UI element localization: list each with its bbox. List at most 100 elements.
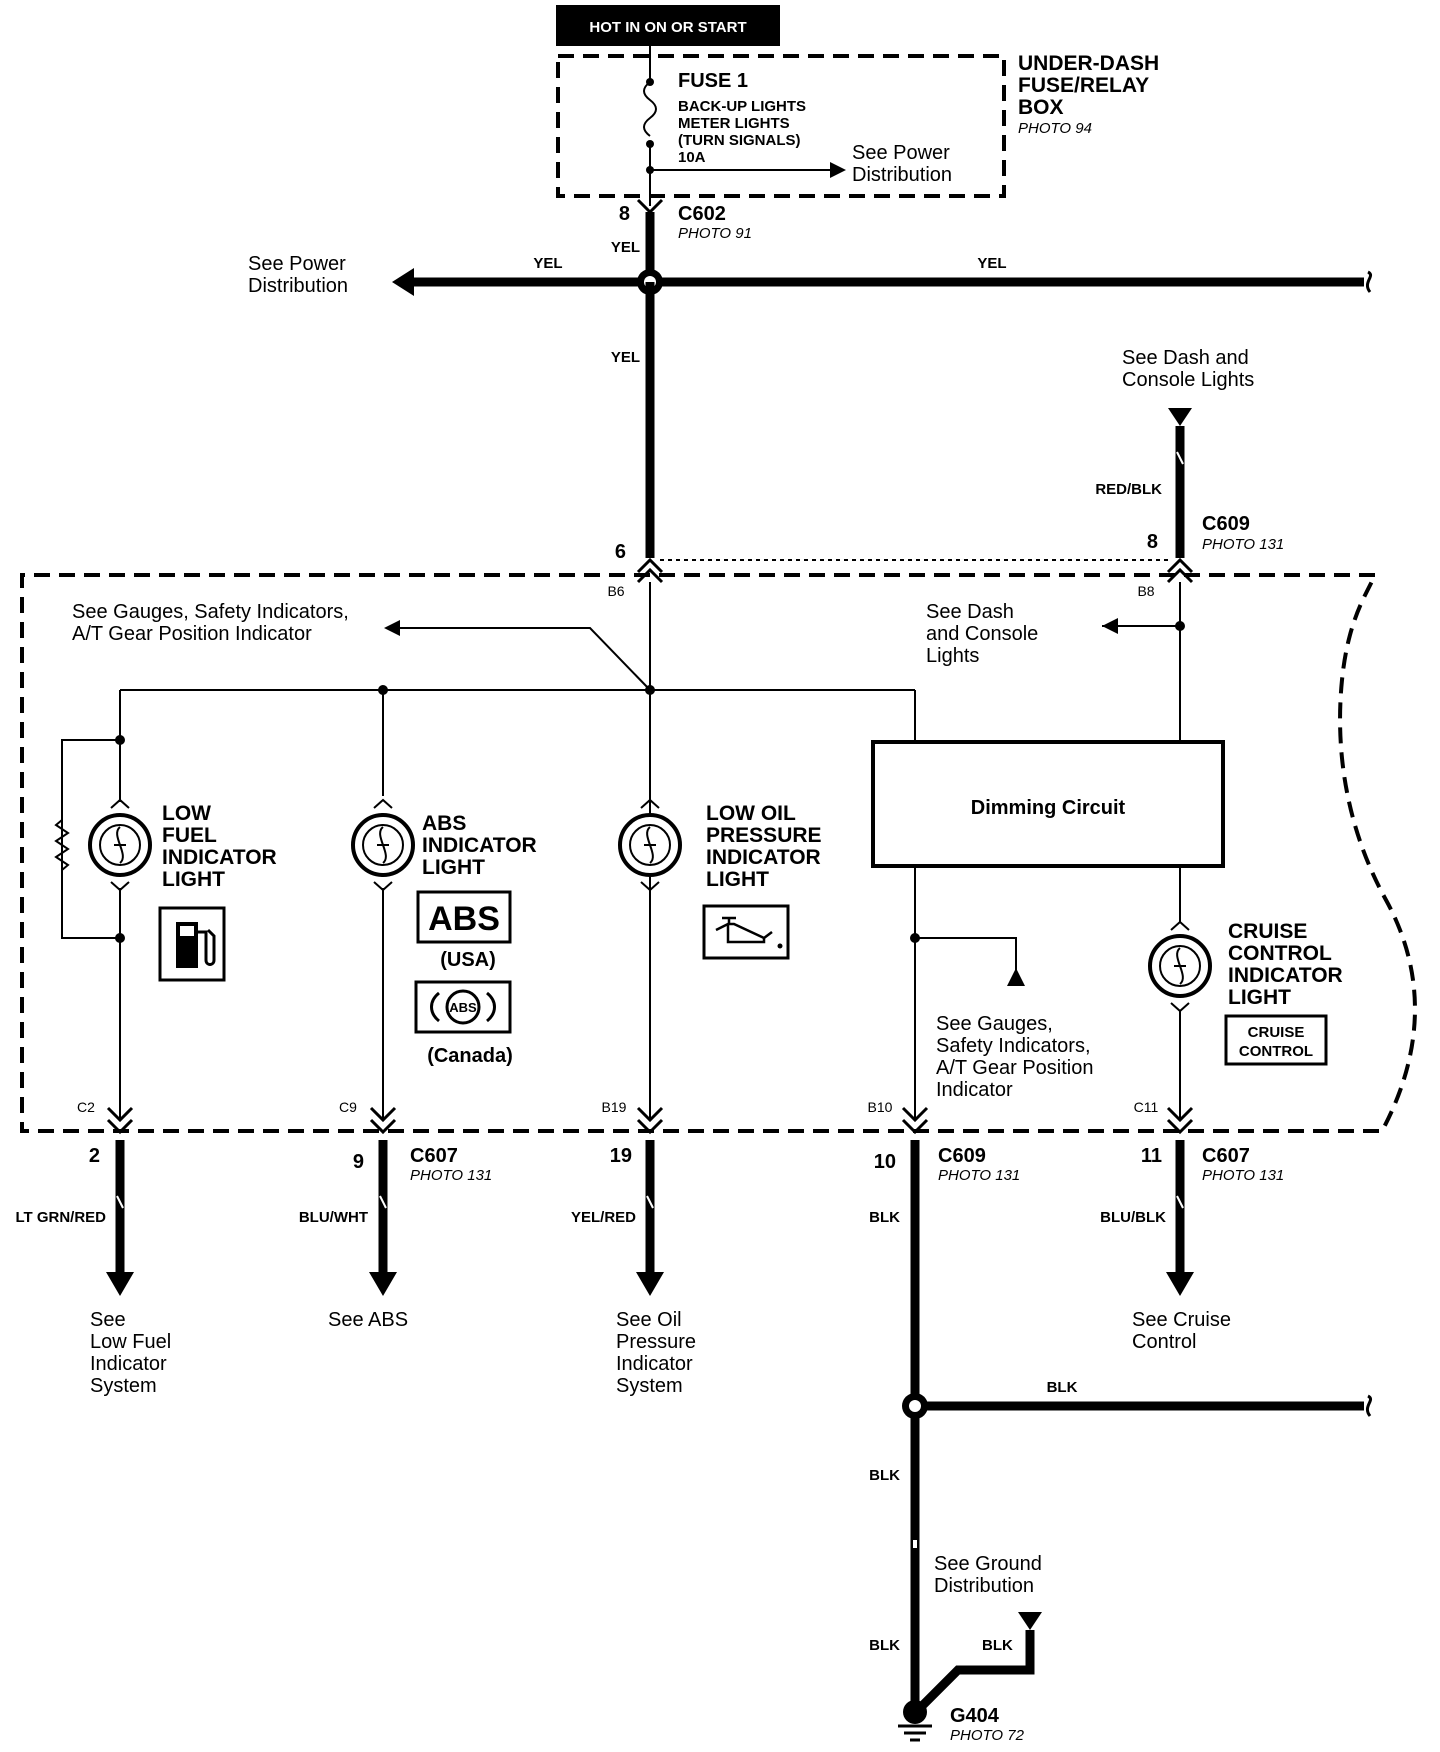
svg-text:CRUISE: CRUISE xyxy=(1228,920,1307,943)
svg-text:FUEL: FUEL xyxy=(162,824,217,847)
wire-color-yel-3: YEL xyxy=(977,255,1006,272)
bottom-pin-numbers: 2 9 19 10 11 xyxy=(89,1145,1162,1173)
bulb-icon xyxy=(88,798,152,892)
svg-text:See Oil: See Oil xyxy=(616,1309,682,1331)
svg-text:See Gauges,: See Gauges, xyxy=(936,1013,1053,1035)
fuse-box-outline xyxy=(556,54,1006,198)
svg-text:10A: 10A xyxy=(678,149,706,166)
svg-text:Distribution: Distribution xyxy=(852,164,952,186)
wire-color-blk-4: BLK xyxy=(869,1637,900,1654)
bulb-icon xyxy=(351,798,415,892)
svg-text:B19: B19 xyxy=(602,1099,627,1115)
svg-text:C11: C11 xyxy=(1134,1099,1159,1115)
abs-canada-icon: ABS xyxy=(414,980,512,1034)
g404-name: G404 xyxy=(950,1705,1000,1727)
svg-text:Low Fuel: Low Fuel xyxy=(90,1331,171,1353)
ref-dash-top: See Dash and Console Lights xyxy=(1122,347,1254,391)
svg-text:11: 11 xyxy=(1141,1145,1162,1167)
svg-text:System: System xyxy=(90,1375,157,1397)
svg-text:C9: C9 xyxy=(339,1099,357,1115)
c607-right-name: C607 xyxy=(1202,1145,1250,1167)
svg-text:C2: C2 xyxy=(77,1099,95,1115)
c607-right-photo: PHOTO 131 xyxy=(1202,1167,1284,1184)
abs-label: ABS INDICATOR LIGHT xyxy=(422,812,537,879)
svg-text:PRESSURE: PRESSURE xyxy=(706,824,822,847)
c609-top-name: C609 xyxy=(1202,513,1250,535)
arrow-down-icon xyxy=(1018,1612,1042,1630)
resistor-icon xyxy=(54,819,70,871)
arrow-up-icon xyxy=(1007,968,1025,986)
svg-text:ABS: ABS xyxy=(449,1000,477,1015)
svg-text:A/T Gear Position: A/T Gear Position xyxy=(936,1057,1093,1079)
svg-text:See: See xyxy=(90,1309,126,1331)
c602-photo: PHOTO 91 xyxy=(678,225,752,242)
fuse-see-power-ref: See Power Distribution xyxy=(852,142,952,186)
wire-color-red-blk: RED/BLK xyxy=(1095,481,1162,498)
fuse-circuits: BACK-UP LIGHTS METER LIGHTS (TURN SIGNAL… xyxy=(678,98,806,166)
connector-chevron-icon xyxy=(1166,557,1194,584)
svg-text:LOW OIL: LOW OIL xyxy=(706,802,796,825)
blk-ground-branch xyxy=(918,1630,1035,1710)
svg-text:BACK-UP LIGHTS: BACK-UP LIGHTS xyxy=(678,98,806,115)
arrow-left-icon xyxy=(384,620,400,636)
ref-dash-inner: See Dash and Console Lights xyxy=(926,601,1038,667)
ground-icon xyxy=(898,1724,932,1742)
svg-text:Indicator: Indicator xyxy=(90,1353,167,1375)
bottom-connector-chevrons xyxy=(106,1106,1194,1135)
svg-text:and Console: and Console xyxy=(926,623,1038,645)
arrow-left-icon xyxy=(392,268,414,296)
dimming-circuit-label: Dimming Circuit xyxy=(971,797,1126,819)
wire-color-blk-2: BLK xyxy=(1047,1379,1078,1396)
svg-text:UNDER-DASH: UNDER-DASH xyxy=(1018,52,1159,75)
svg-text:BOX: BOX xyxy=(1018,96,1064,119)
wire-color-yel-2: YEL xyxy=(533,255,562,272)
svg-text:Distribution: Distribution xyxy=(934,1575,1034,1597)
wire-color-blu-blk: BLU/BLK xyxy=(1100,1209,1166,1226)
svg-text:A/T Gear Position Indicator: A/T Gear Position Indicator xyxy=(72,623,312,645)
svg-text:See Gauges, Safety Indicators,: See Gauges, Safety Indicators, xyxy=(72,601,349,623)
wire-color-yel-1: YEL xyxy=(611,239,640,256)
ref-gauges-bottom: See Gauges, Safety Indicators, A/T Gear … xyxy=(936,1013,1093,1101)
splice-icon xyxy=(909,1400,921,1412)
svg-text:LIGHT: LIGHT xyxy=(1228,986,1291,1009)
c609-top-pin: 8 xyxy=(1147,531,1158,553)
ref-ground: See Ground Distribution xyxy=(934,1553,1042,1597)
fuse-name: FUSE 1 xyxy=(678,70,748,92)
svg-text:Pressure: Pressure xyxy=(616,1331,696,1353)
abs-usa-icon: ABS xyxy=(416,890,512,944)
svg-text:CONTROL: CONTROL xyxy=(1239,1043,1313,1060)
bulb-icon xyxy=(618,798,682,892)
abs-usa-label: (USA) xyxy=(440,949,496,971)
svg-text:INDICATOR: INDICATOR xyxy=(706,846,821,869)
wire-break-icon xyxy=(1365,270,1373,293)
svg-text:Indicator: Indicator xyxy=(936,1079,1013,1101)
svg-text:CONTROL: CONTROL xyxy=(1228,942,1332,965)
arrow-down-icons xyxy=(106,1272,1194,1296)
hot-label: HOT IN ON OR START xyxy=(589,19,746,36)
low-fuel-label: LOW FUEL INDICATOR LIGHT xyxy=(162,802,277,891)
svg-text:2: 2 xyxy=(89,1145,100,1167)
hot-label-box xyxy=(556,5,780,46)
c607-left-photo: PHOTO 131 xyxy=(410,1167,492,1184)
svg-text:(TURN SIGNALS): (TURN SIGNALS) xyxy=(678,132,801,149)
svg-text:Control: Control xyxy=(1132,1331,1196,1353)
svg-text:LOW: LOW xyxy=(162,802,211,825)
oil-can-icon xyxy=(702,904,790,960)
svg-text:Indicator: Indicator xyxy=(616,1353,693,1375)
cavity-b6: B6 xyxy=(607,583,624,599)
c609-top-photo: PHOTO 131 xyxy=(1202,536,1284,553)
wire-color-blk-1: BLK xyxy=(869,1209,900,1226)
fuse-icon xyxy=(643,81,657,137)
svg-text:B10: B10 xyxy=(868,1099,893,1115)
svg-text:9: 9 xyxy=(353,1151,364,1173)
wire-color-lt-grn-red: LT GRN/RED xyxy=(15,1209,106,1226)
ref-low-fuel: See Low Fuel Indicator System xyxy=(90,1309,171,1397)
wire-color-blu-wht: BLU/WHT xyxy=(299,1209,368,1226)
fuel-pump-icon xyxy=(158,906,226,982)
svg-text:See Dash and: See Dash and xyxy=(1122,347,1249,369)
svg-text:PHOTO 94: PHOTO 94 xyxy=(1018,120,1092,137)
svg-text:INDICATOR: INDICATOR xyxy=(1228,964,1343,987)
gauge-assembly-outline xyxy=(20,573,1417,1133)
bulb-icon xyxy=(1148,920,1212,1013)
